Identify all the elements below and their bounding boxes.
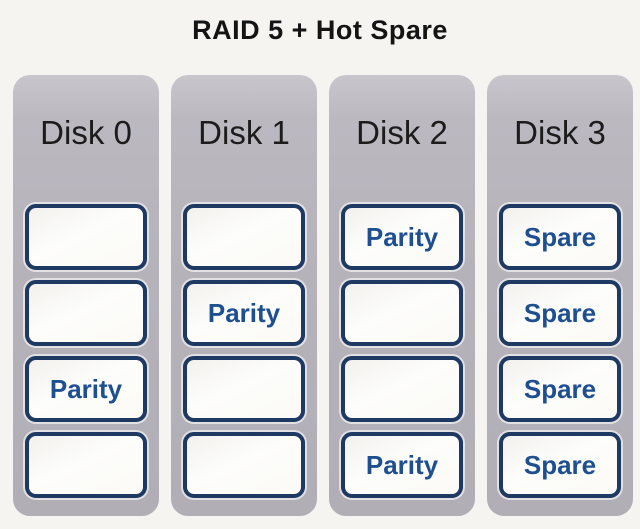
disk-block xyxy=(183,204,305,270)
disk-block: Spare xyxy=(499,280,621,346)
disk-label: Disk 0 xyxy=(40,114,132,151)
block-label: Parity xyxy=(49,373,123,404)
disk-column-1: Disk 1 Parity xyxy=(171,75,317,516)
disk-blocks: Spare Spare Spare Spare xyxy=(499,204,621,498)
disk-column-2: Disk 2 Parity Parity xyxy=(329,75,475,516)
disk-block xyxy=(341,280,463,346)
disk-column-0: Disk 0 Parity xyxy=(13,75,159,516)
disk-block: Spare xyxy=(499,204,621,270)
disk-block: Parity xyxy=(341,204,463,270)
disk-label: Disk 3 xyxy=(514,114,606,151)
block-label: Spare xyxy=(523,221,597,252)
disk-block: Spare xyxy=(499,432,621,498)
disk-block xyxy=(341,356,463,422)
disk-blocks: Parity Parity xyxy=(341,204,463,498)
block-label: Spare xyxy=(523,297,597,328)
disk-block: Parity xyxy=(341,432,463,498)
diagram-title: RAID 5 + Hot Spare xyxy=(192,15,448,45)
disk-block xyxy=(183,356,305,422)
block-label: Parity xyxy=(365,221,439,252)
disk-block: Parity xyxy=(183,280,305,346)
disk-columns-row: Disk 0 Parity Disk 1 Parity Disk 2 Parit… xyxy=(0,75,640,516)
disk-label: Disk 1 xyxy=(198,114,290,151)
disk-block: Spare xyxy=(499,356,621,422)
block-label: Spare xyxy=(523,373,597,404)
disk-block: Parity xyxy=(25,356,147,422)
disk-blocks: Parity xyxy=(25,204,147,498)
disk-block xyxy=(25,432,147,498)
disk-label: Disk 2 xyxy=(356,114,448,151)
block-label: Parity xyxy=(207,297,281,328)
disk-blocks: Parity xyxy=(183,204,305,498)
disk-block xyxy=(25,204,147,270)
block-label: Parity xyxy=(365,449,439,480)
disk-block xyxy=(25,280,147,346)
block-label: Spare xyxy=(523,449,597,480)
disk-block xyxy=(183,432,305,498)
disk-column-3: Disk 3 Spare Spare Spare Spare xyxy=(487,75,633,516)
